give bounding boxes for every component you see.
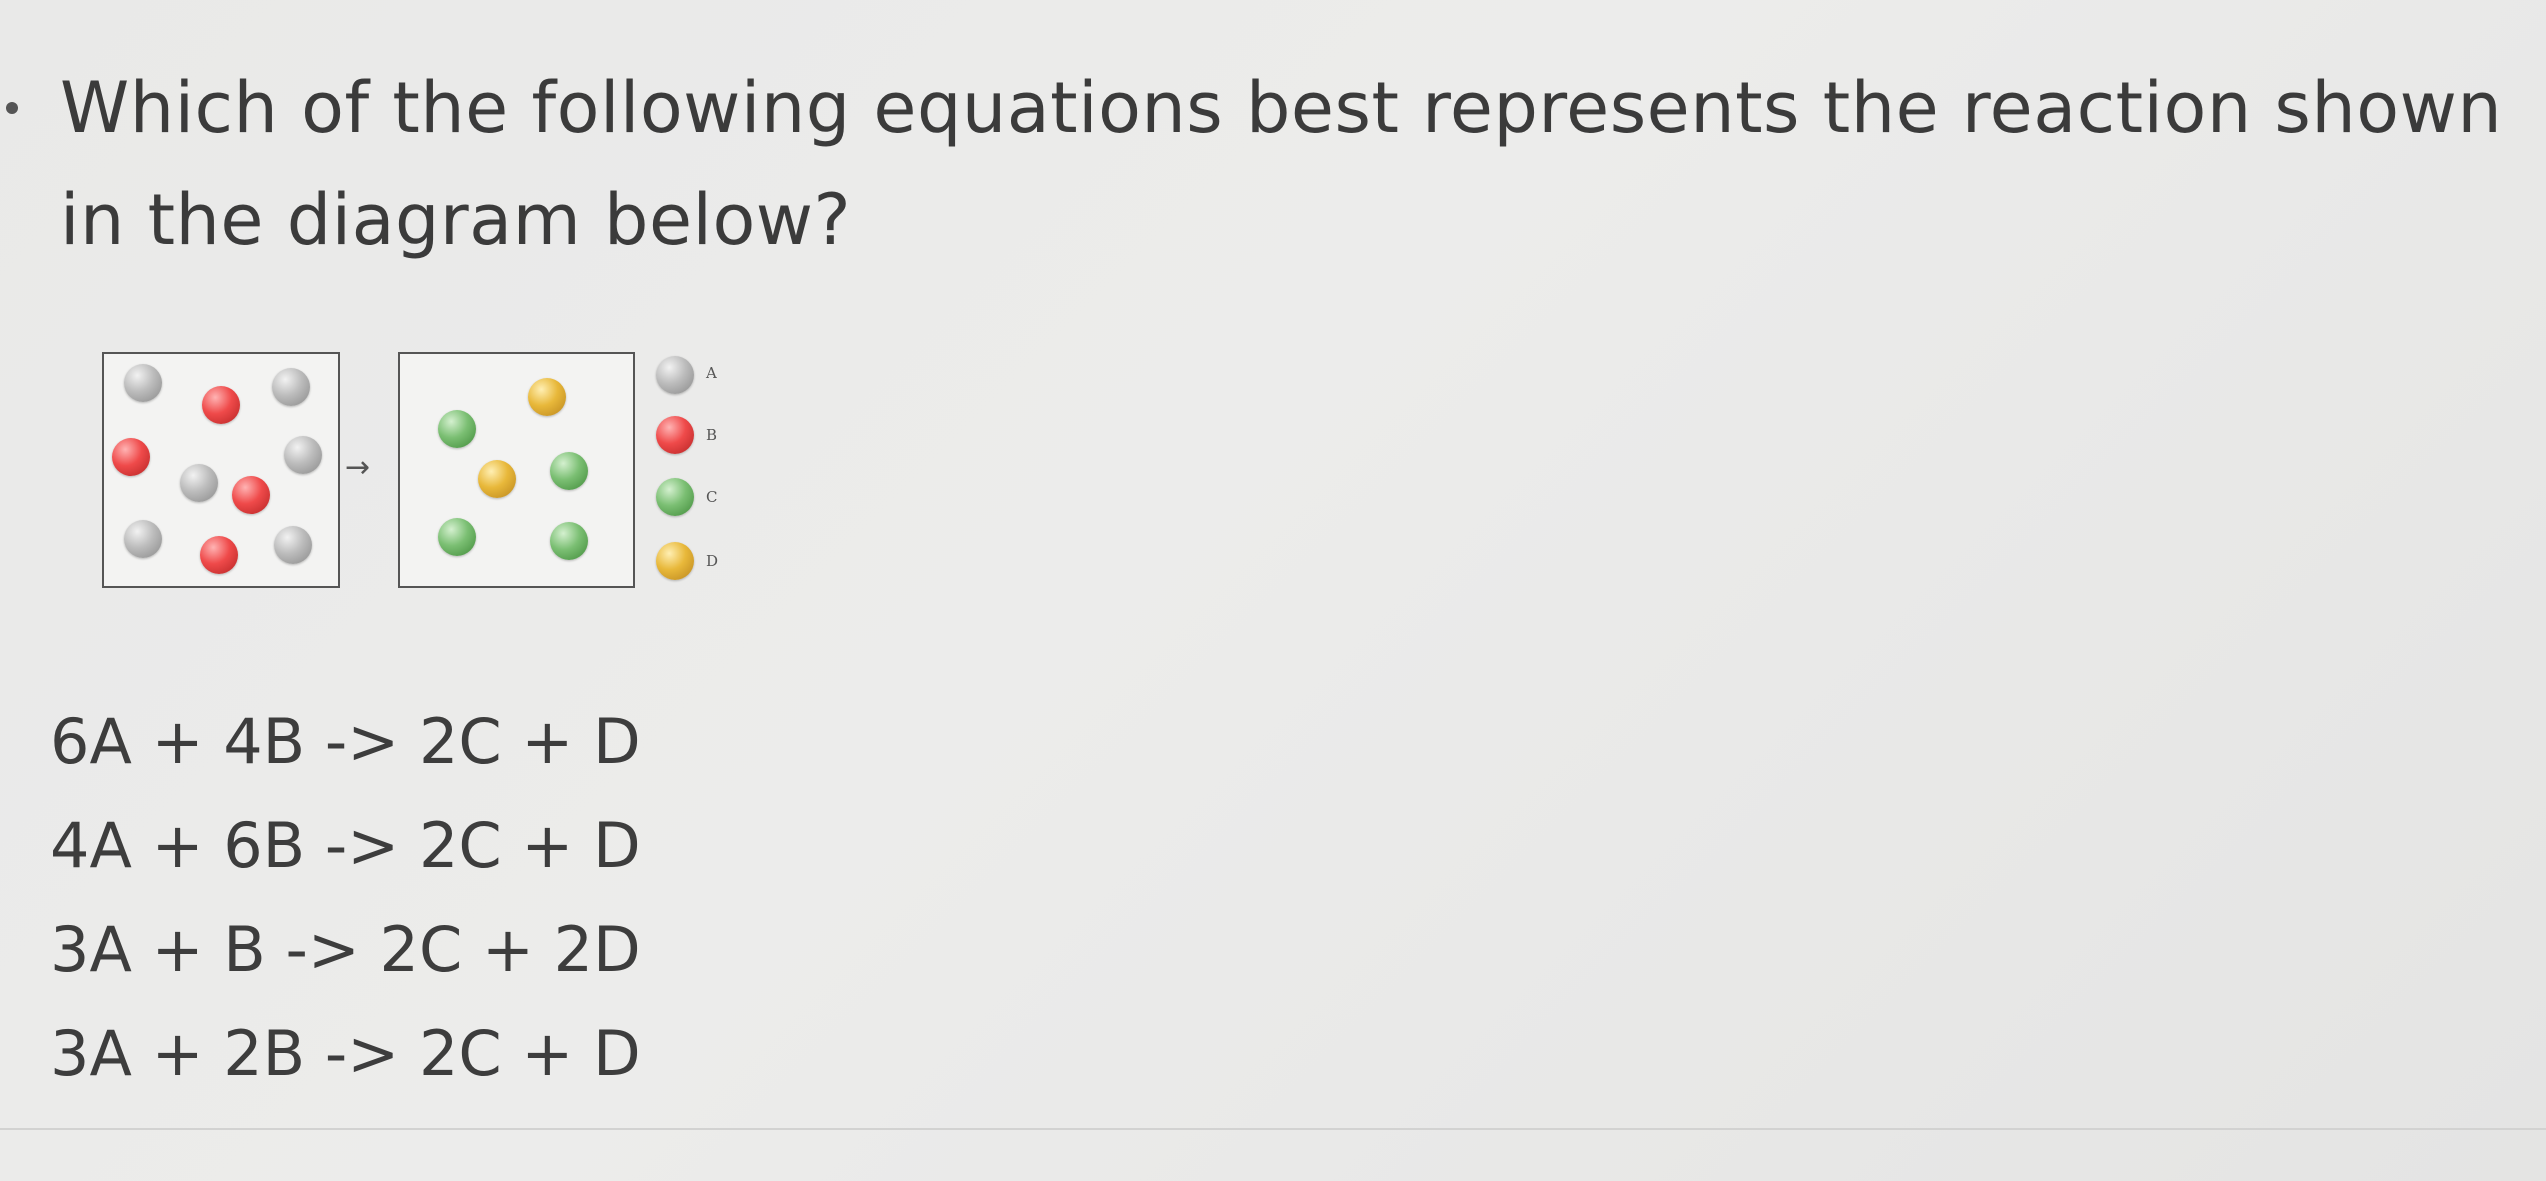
particle-d bbox=[478, 460, 516, 498]
legend-swatch-b bbox=[656, 416, 694, 454]
question-text: Which of the following equations best re… bbox=[60, 67, 2503, 261]
answer-option-4[interactable]: 3A + 2B -> 2C + D bbox=[50, 1017, 641, 1090]
answer-option-2[interactable]: 4A + 6B -> 2C + D bbox=[50, 809, 641, 882]
answer-choices: 6A + 4B -> 2C + D 4A + 6B -> 2C + D 3A +… bbox=[50, 690, 641, 1106]
particle-a bbox=[124, 520, 162, 558]
answer-option-3[interactable]: 3A + B -> 2C + 2D bbox=[50, 913, 641, 986]
particle-b bbox=[232, 476, 270, 514]
answer-option-1[interactable]: 6A + 4B -> 2C + D bbox=[50, 705, 641, 778]
particle-c bbox=[550, 522, 588, 560]
particle-a bbox=[180, 464, 218, 502]
particle-b bbox=[200, 536, 238, 574]
reaction-arrow: → bbox=[345, 450, 371, 485]
reaction-diagram: → A B C D bbox=[100, 350, 740, 590]
particle-a bbox=[272, 368, 310, 406]
particle-a bbox=[124, 364, 162, 402]
legend-label-c: C bbox=[706, 488, 718, 506]
legend-label-b: B bbox=[706, 426, 718, 444]
legend-swatch-a bbox=[656, 356, 694, 394]
particle-a bbox=[274, 526, 312, 564]
legend-swatch-d bbox=[656, 542, 694, 580]
question-bullet bbox=[6, 102, 18, 114]
particle-b bbox=[112, 438, 150, 476]
legend-label-a: A bbox=[706, 364, 717, 382]
particle-c bbox=[438, 518, 476, 556]
particle-c bbox=[438, 410, 476, 448]
legend-swatch-c bbox=[656, 478, 694, 516]
particle-d bbox=[528, 378, 566, 416]
products-box bbox=[398, 352, 635, 588]
legend-label-d: D bbox=[706, 552, 719, 570]
particle-b bbox=[202, 386, 240, 424]
bottom-divider bbox=[0, 1128, 2546, 1130]
particle-a bbox=[284, 436, 322, 474]
particle-c bbox=[550, 452, 588, 490]
reactants-box bbox=[102, 352, 340, 588]
